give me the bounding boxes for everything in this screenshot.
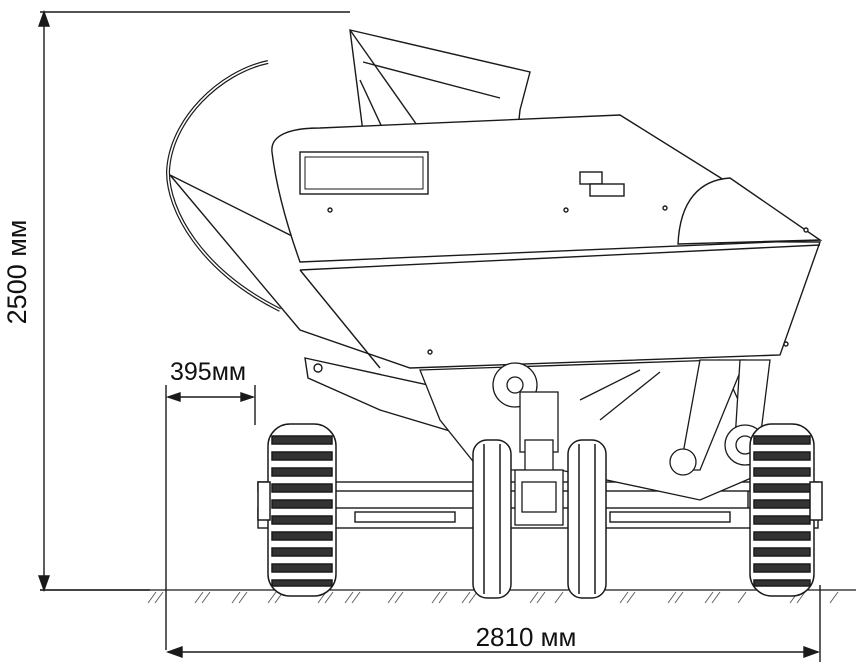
center-left-wheel [472,439,512,599]
left-outer-wheel [257,423,337,597]
axle-offset-dimension [165,385,256,650]
grain-hopper [165,29,823,369]
ground-hatching [147,591,839,604]
axle-offset-label: 395мм [170,358,246,386]
width-dimension-label: 2810 мм [476,622,577,652]
center-right-wheel [567,439,607,599]
right-outer-wheel [749,423,823,597]
width-dimension [165,585,821,662]
height-dimension-label: 2500 мм [2,220,32,325]
